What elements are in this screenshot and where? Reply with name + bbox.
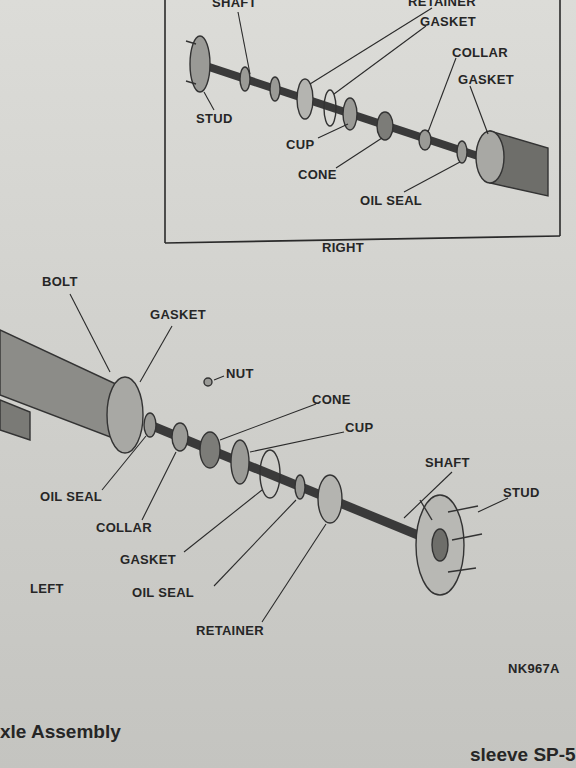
part-label: GASKET bbox=[150, 308, 206, 321]
part-label: GASKET bbox=[420, 15, 476, 28]
part-label: RETAINER bbox=[408, 0, 476, 8]
heading-text: sleeve SP-50 bbox=[470, 745, 576, 764]
figure-number: NK967A bbox=[508, 662, 560, 675]
part-label: SHAFT bbox=[425, 456, 470, 469]
part-label: COLLAR bbox=[452, 46, 508, 59]
part-label: CONE bbox=[298, 168, 337, 181]
part-label: RIGHT bbox=[322, 241, 364, 254]
part-label: OIL SEAL bbox=[132, 586, 194, 599]
part-label: GASKET bbox=[120, 553, 176, 566]
part-label: CUP bbox=[286, 138, 314, 151]
part-label: LEFT bbox=[30, 582, 64, 595]
part-label: STUD bbox=[196, 112, 233, 125]
part-label: BOLT bbox=[42, 275, 78, 288]
part-label: OIL SEAL bbox=[360, 194, 422, 207]
part-label: CUP bbox=[345, 421, 373, 434]
part-label: SHAFT bbox=[212, 0, 257, 9]
part-label: RETAINER bbox=[196, 624, 264, 637]
part-label: NUT bbox=[226, 367, 254, 380]
part-label: COLLAR bbox=[96, 521, 152, 534]
part-label: CONE bbox=[312, 393, 351, 406]
part-label: STUD bbox=[503, 486, 540, 499]
part-label: GASKET bbox=[458, 73, 514, 86]
heading-text: xle Assembly bbox=[0, 722, 121, 741]
part-label: OIL SEAL bbox=[40, 490, 102, 503]
